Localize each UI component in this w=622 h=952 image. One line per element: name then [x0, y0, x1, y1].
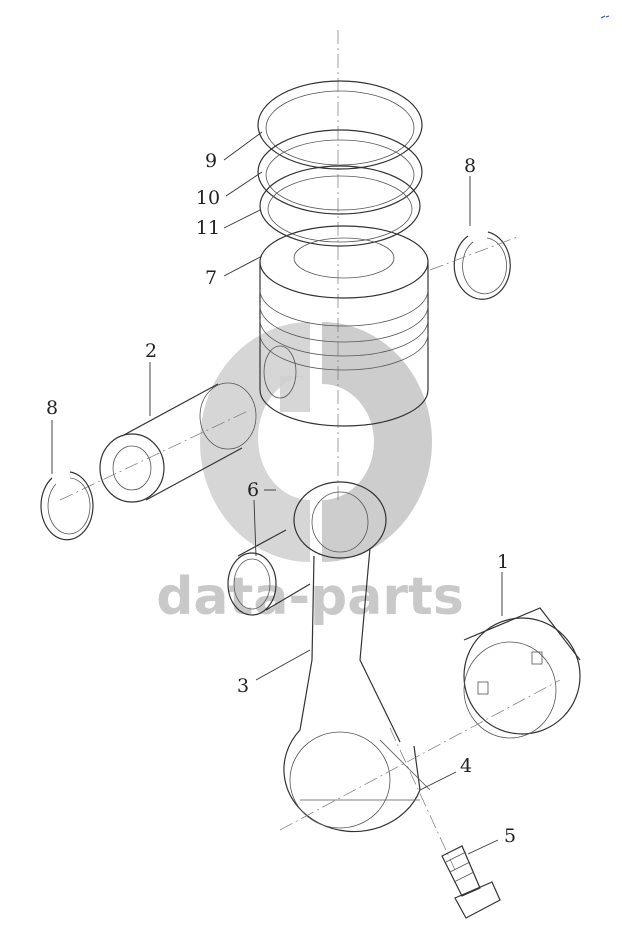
watermark-text: data-parts [156, 567, 464, 627]
piston-ring-11 [259, 165, 421, 247]
callout-3: 3 [237, 675, 249, 697]
piston-pin [99, 382, 257, 503]
callout-5: 5 [504, 825, 516, 847]
circlip-left [40, 471, 94, 541]
callout-8-left: 8 [46, 397, 58, 419]
watermark-logo [200, 322, 432, 562]
circlip-right [453, 231, 511, 300]
callout-7: 7 [205, 267, 217, 289]
connecting-rod-bolt [441, 845, 501, 919]
callout-2: 2 [145, 340, 157, 362]
connecting-rod [283, 481, 431, 833]
callout-9: 9 [205, 150, 217, 172]
piston-ring-9 [257, 80, 423, 170]
piston [259, 225, 429, 427]
leader-lines [51, 131, 503, 855]
callout-10: 10 [196, 187, 220, 209]
callout-11: 11 [196, 217, 220, 239]
callout-1: 1 [497, 551, 509, 573]
callout-4: 4 [460, 755, 472, 777]
corner-mark [600, 15, 610, 19]
bearing-shell [463, 607, 581, 739]
callout-8-right: 8 [464, 155, 476, 177]
piston-ring-10 [257, 129, 423, 215]
small-end-bushing [227, 529, 311, 616]
callout-6: 6 [247, 479, 259, 501]
